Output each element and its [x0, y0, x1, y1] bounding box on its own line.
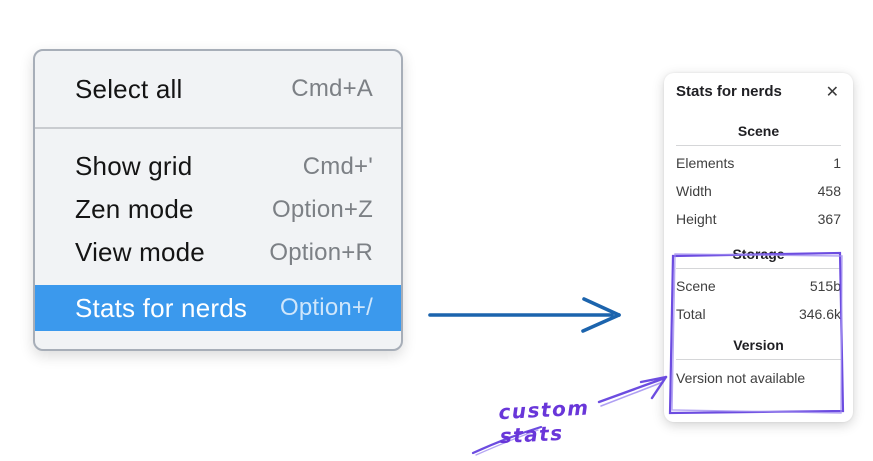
stat-value: 367: [817, 211, 841, 227]
menu-item-label: Show grid: [75, 151, 193, 181]
stat-row-height: Height 367: [676, 205, 841, 233]
close-icon[interactable]: ✕: [825, 81, 839, 101]
menu-group-bottom: Show grid Cmd+' Zen mode Option+Z View m…: [35, 129, 401, 331]
stat-value: 346.6k: [798, 306, 841, 322]
menu-item-label: Zen mode: [75, 194, 194, 224]
section-header-storage: Storage: [732, 246, 785, 262]
menu-item-label: View mode: [75, 237, 205, 267]
stat-label: Elements: [676, 155, 735, 171]
section-header-version: Version: [733, 337, 784, 353]
stat-row-elements: Elements 1: [676, 149, 841, 177]
context-menu: Select all Cmd+A Show grid Cmd+' Zen mod…: [33, 49, 403, 351]
menu-item-shortcut: Option+Z: [272, 195, 373, 223]
menu-item-show-grid[interactable]: Show grid Cmd+': [35, 145, 401, 188]
menu-divider: [35, 127, 401, 129]
menu-item-label: Stats for nerds: [75, 292, 248, 323]
stat-row-width: Width 458: [676, 177, 841, 205]
stats-panel-header: Stats for nerds ✕: [676, 83, 841, 100]
stat-row-scene-storage: Scene 515b: [676, 272, 841, 300]
stats-panel: Stats for nerds ✕ Scene Elements 1 Width…: [664, 73, 853, 422]
menu-item-shortcut: Option+R: [269, 238, 373, 266]
menu-item-view-mode[interactable]: View mode Option+R: [35, 231, 401, 274]
stat-row-total-storage: Total 346.6k: [676, 300, 841, 328]
stat-label: Scene: [676, 278, 716, 294]
section-divider: [676, 145, 841, 146]
stat-value: 458: [817, 183, 841, 199]
stat-label: Total: [676, 306, 706, 322]
menu-item-shortcut: Option+/: [280, 294, 373, 321]
menu-item-shortcut: Cmd+': [302, 152, 373, 180]
section-divider: [676, 359, 841, 360]
stat-label: Height: [676, 211, 717, 227]
version-note: Version not available: [676, 370, 806, 386]
menu-item-stats-for-nerds[interactable]: Stats for nerds Option+/: [35, 285, 401, 331]
blue-arrow: [428, 297, 621, 333]
version-section: Version Version not available: [676, 330, 841, 391]
menu-item-label: Select all: [75, 73, 183, 104]
storage-section: Storage Scene 515b Total 346.6k: [676, 239, 841, 328]
stats-panel-title: Stats for nerds: [676, 83, 782, 100]
stat-value: 515b: [809, 278, 841, 294]
section-divider: [676, 268, 841, 269]
menu-item-select-all[interactable]: Select all Cmd+A: [35, 51, 401, 127]
scene-section: Scene Elements 1 Width 458 Height 367: [676, 116, 841, 233]
menu-item-shortcut: Cmd+A: [291, 75, 373, 102]
stat-value: 1: [833, 155, 841, 171]
menu-item-zen-mode[interactable]: Zen mode Option+Z: [35, 188, 401, 231]
stat-label: Width: [676, 183, 712, 199]
section-header-scene: Scene: [737, 123, 780, 139]
custom-stats-annotation: custom stats: [497, 395, 591, 449]
menu-group-top: Select all Cmd+A: [35, 51, 401, 127]
